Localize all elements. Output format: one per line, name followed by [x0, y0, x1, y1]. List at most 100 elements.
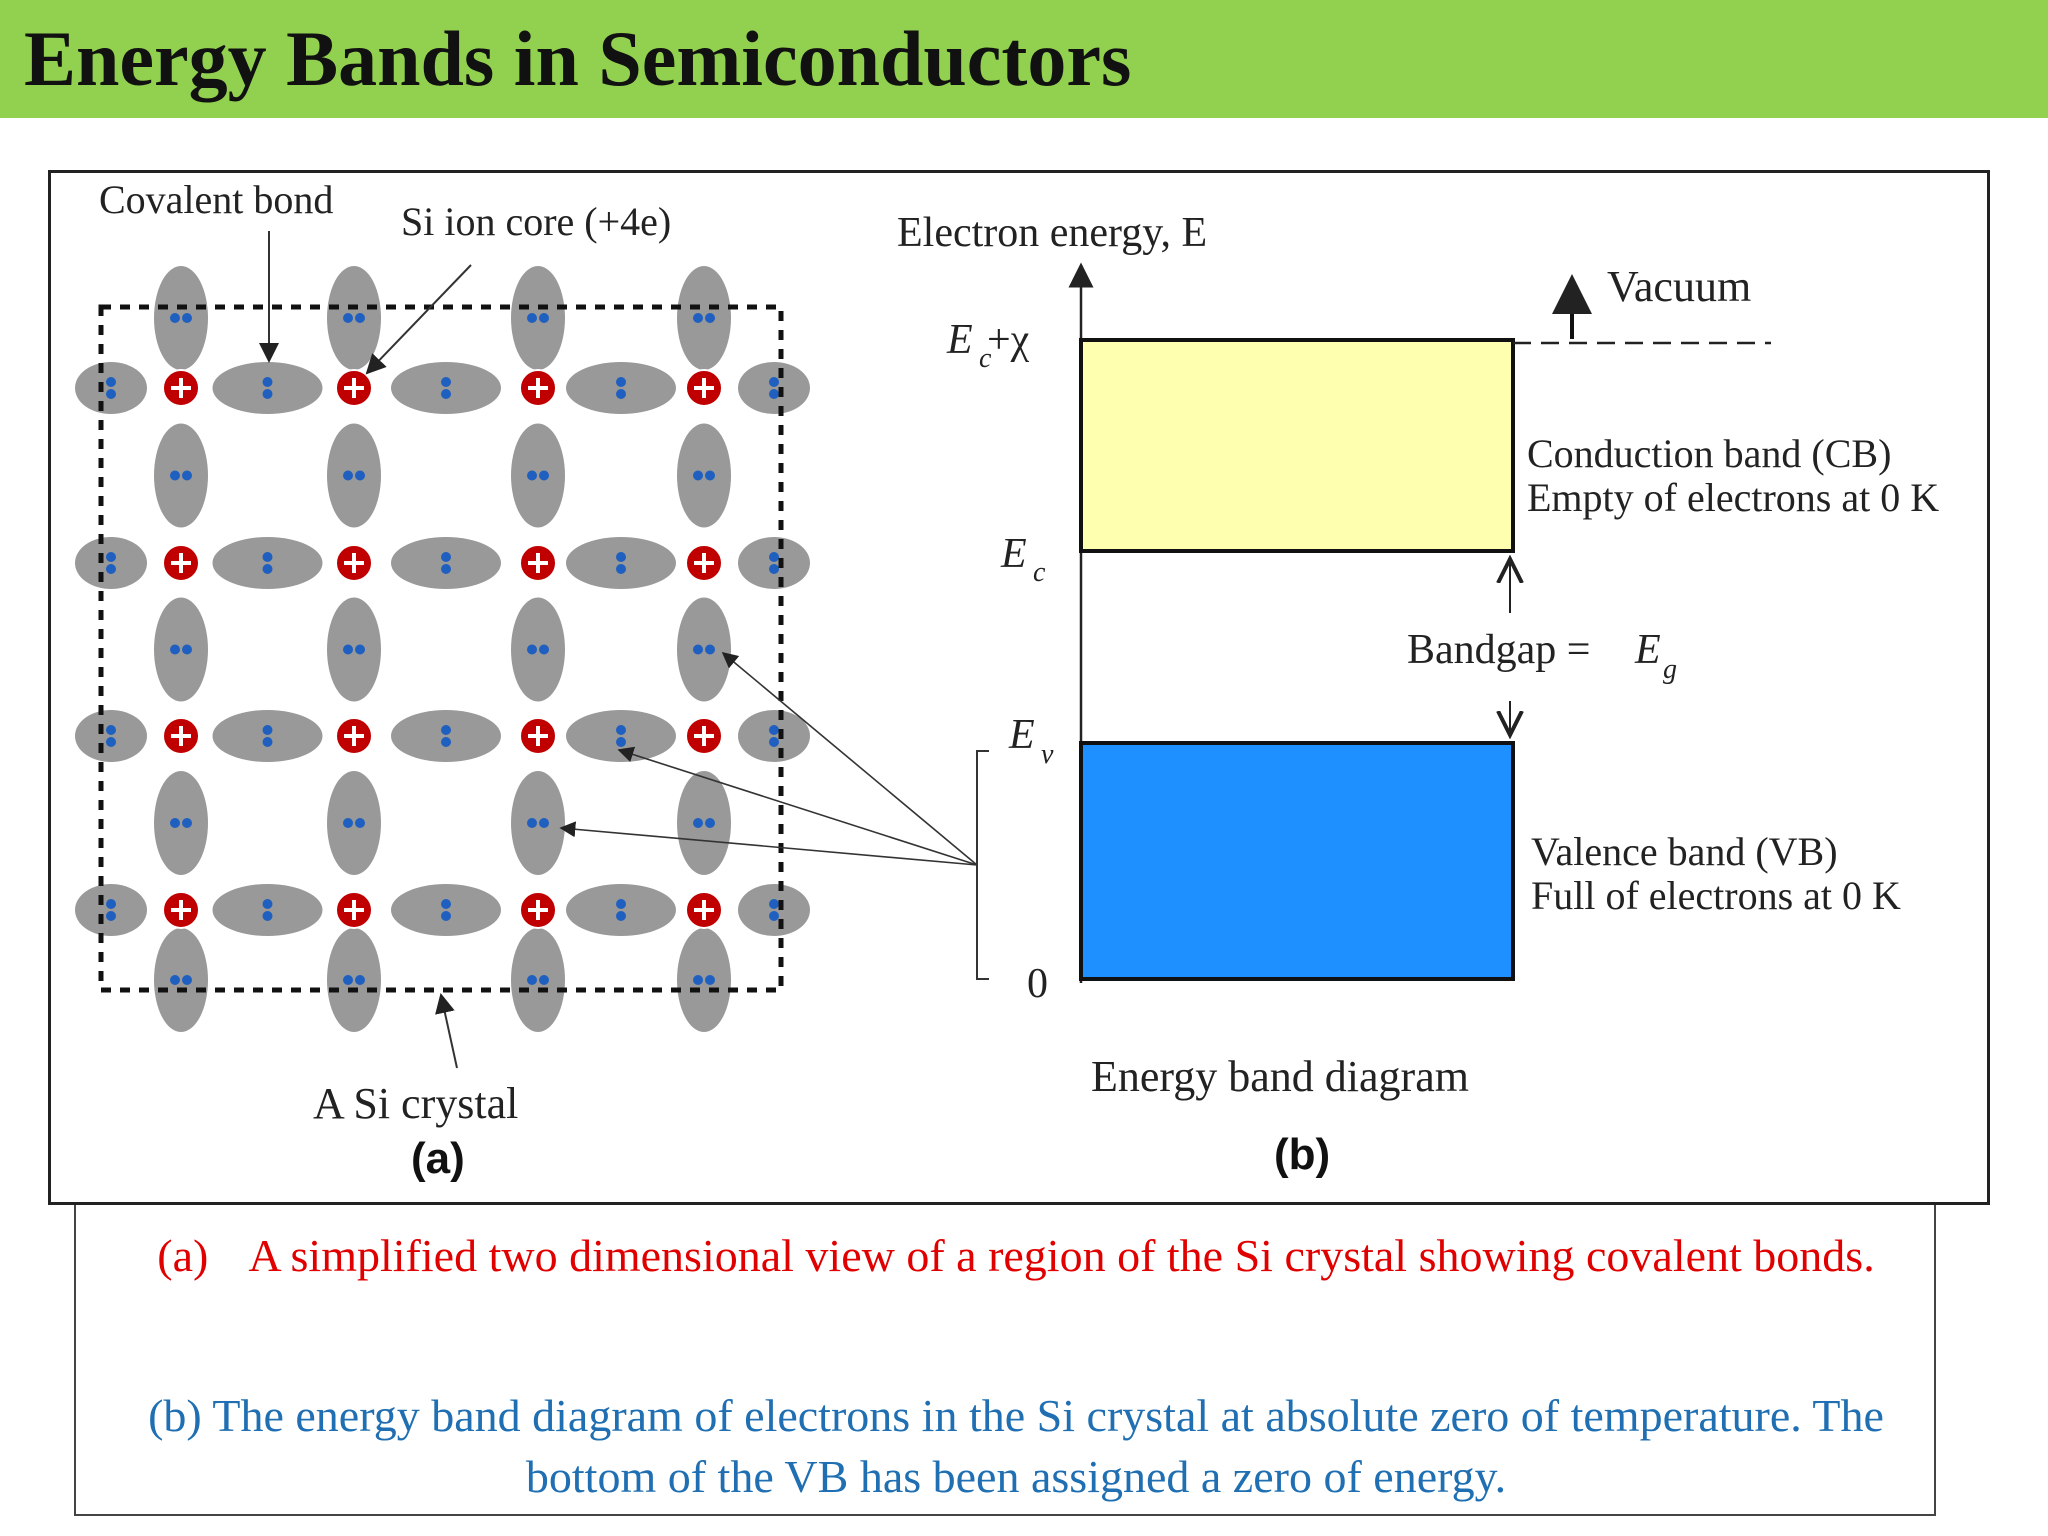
title-bar: Energy Bands in Semiconductors: [0, 0, 2048, 118]
bond-lobe: [738, 362, 810, 414]
electron: [769, 725, 779, 735]
electron: [262, 377, 273, 387]
electron: [262, 725, 273, 735]
electron: [616, 564, 626, 574]
svg-text:g: g: [1663, 654, 1677, 685]
electron: [106, 552, 116, 562]
caption-a-label: (a): [157, 1230, 209, 1281]
electron: [355, 313, 365, 323]
electron: [616, 377, 626, 387]
electron: [355, 470, 365, 481]
electron: [527, 313, 537, 323]
caption-a: (a) A simplified two dimensional view of …: [116, 1225, 1916, 1286]
bond-lobe: [738, 710, 810, 762]
panel-b-label: (b): [1274, 1130, 1330, 1179]
covalent-bond-label: Covalent bond: [99, 177, 333, 222]
bond-lobe: [154, 266, 208, 370]
bond-lobe: [738, 537, 810, 589]
electron: [539, 313, 549, 323]
svg-text:E: E: [946, 317, 973, 363]
bandgap-label: Bandgap = E g: [1407, 627, 1677, 685]
electron: [170, 644, 180, 655]
bond-lobe: [566, 884, 676, 936]
electron: [769, 377, 779, 387]
electron: [106, 389, 116, 399]
electron: [705, 470, 715, 481]
bond-lobe: [511, 597, 565, 702]
slide-title: Energy Bands in Semiconductors: [24, 15, 1132, 102]
electron: [616, 389, 626, 399]
level-ev: E v: [1008, 712, 1054, 770]
electron: [182, 470, 192, 481]
bond-lobe: [75, 884, 147, 936]
electron: [441, 377, 451, 387]
bond-lobe: [75, 710, 147, 762]
bond-lobe: [511, 423, 565, 528]
caption-a-text: A simplified two dimensional view of a r…: [248, 1230, 1875, 1281]
electron: [343, 470, 353, 481]
electron: [527, 644, 537, 655]
electron: [769, 911, 779, 921]
electron: [343, 313, 353, 323]
electron: [170, 470, 180, 481]
figure-frame: Covalent bond Si ion core (+4e) A Si cry…: [48, 170, 1990, 1205]
electron: [616, 737, 626, 747]
electron: [441, 725, 451, 735]
electron: [539, 818, 549, 828]
electron: [170, 313, 180, 323]
bond-lobe: [566, 710, 676, 762]
electron: [106, 911, 116, 921]
electron: [262, 737, 273, 747]
vacuum-label: Vacuum: [1607, 262, 1751, 311]
electron-pointer-1: [721, 651, 978, 866]
electron: [106, 377, 116, 387]
svg-text:c: c: [1033, 557, 1046, 588]
electron: [693, 644, 703, 655]
bond-lobe: [677, 266, 731, 370]
panel-a-label: (a): [411, 1134, 465, 1183]
svg-text:E: E: [1634, 627, 1661, 673]
electron: [769, 564, 779, 574]
electron: [769, 389, 779, 399]
bond-lobe: [391, 537, 501, 589]
electron: [343, 818, 353, 828]
conduction-band: [1079, 338, 1515, 553]
bond-lobe: [154, 423, 208, 528]
valence-band-note: Full of electrons at 0 K: [1531, 873, 1901, 918]
ev-bracket: [976, 750, 989, 980]
electron: [441, 737, 451, 747]
bond-lobe: [391, 710, 501, 762]
bond-lobe: [511, 266, 565, 370]
electron: [693, 313, 703, 323]
bond-lobe: [327, 771, 381, 875]
electron: [769, 899, 779, 909]
caption-box: (a) A simplified two dimensional view of …: [74, 1205, 1936, 1516]
electron: [182, 975, 192, 985]
crystal-boundary: [98, 304, 784, 993]
svg-text:E: E: [1008, 712, 1035, 758]
svg-text:v: v: [1041, 739, 1054, 770]
electron: [106, 899, 116, 909]
level-zero: 0: [1027, 961, 1048, 1007]
electron: [355, 644, 365, 655]
electron: [527, 975, 537, 985]
bond-lobe: [154, 771, 208, 875]
conduction-band-note: Empty of electrons at 0 K: [1527, 475, 1939, 520]
electron: [441, 899, 451, 909]
electron: [170, 818, 180, 828]
electron: [441, 389, 451, 399]
svg-text:Bandgap =: Bandgap =: [1407, 627, 1590, 673]
electron: [693, 470, 703, 481]
electron: [539, 470, 549, 481]
electron: [170, 975, 180, 985]
svg-text:E: E: [1000, 531, 1027, 577]
bond-lobe: [511, 771, 565, 875]
electron: [262, 564, 273, 574]
electron: [262, 911, 273, 921]
electron: [441, 564, 451, 574]
bond-lobe: [566, 362, 676, 414]
bond-lobe: [154, 597, 208, 702]
electron: [705, 313, 715, 323]
bond-lobe: [677, 771, 731, 875]
ion-core-pointer: [365, 264, 472, 375]
